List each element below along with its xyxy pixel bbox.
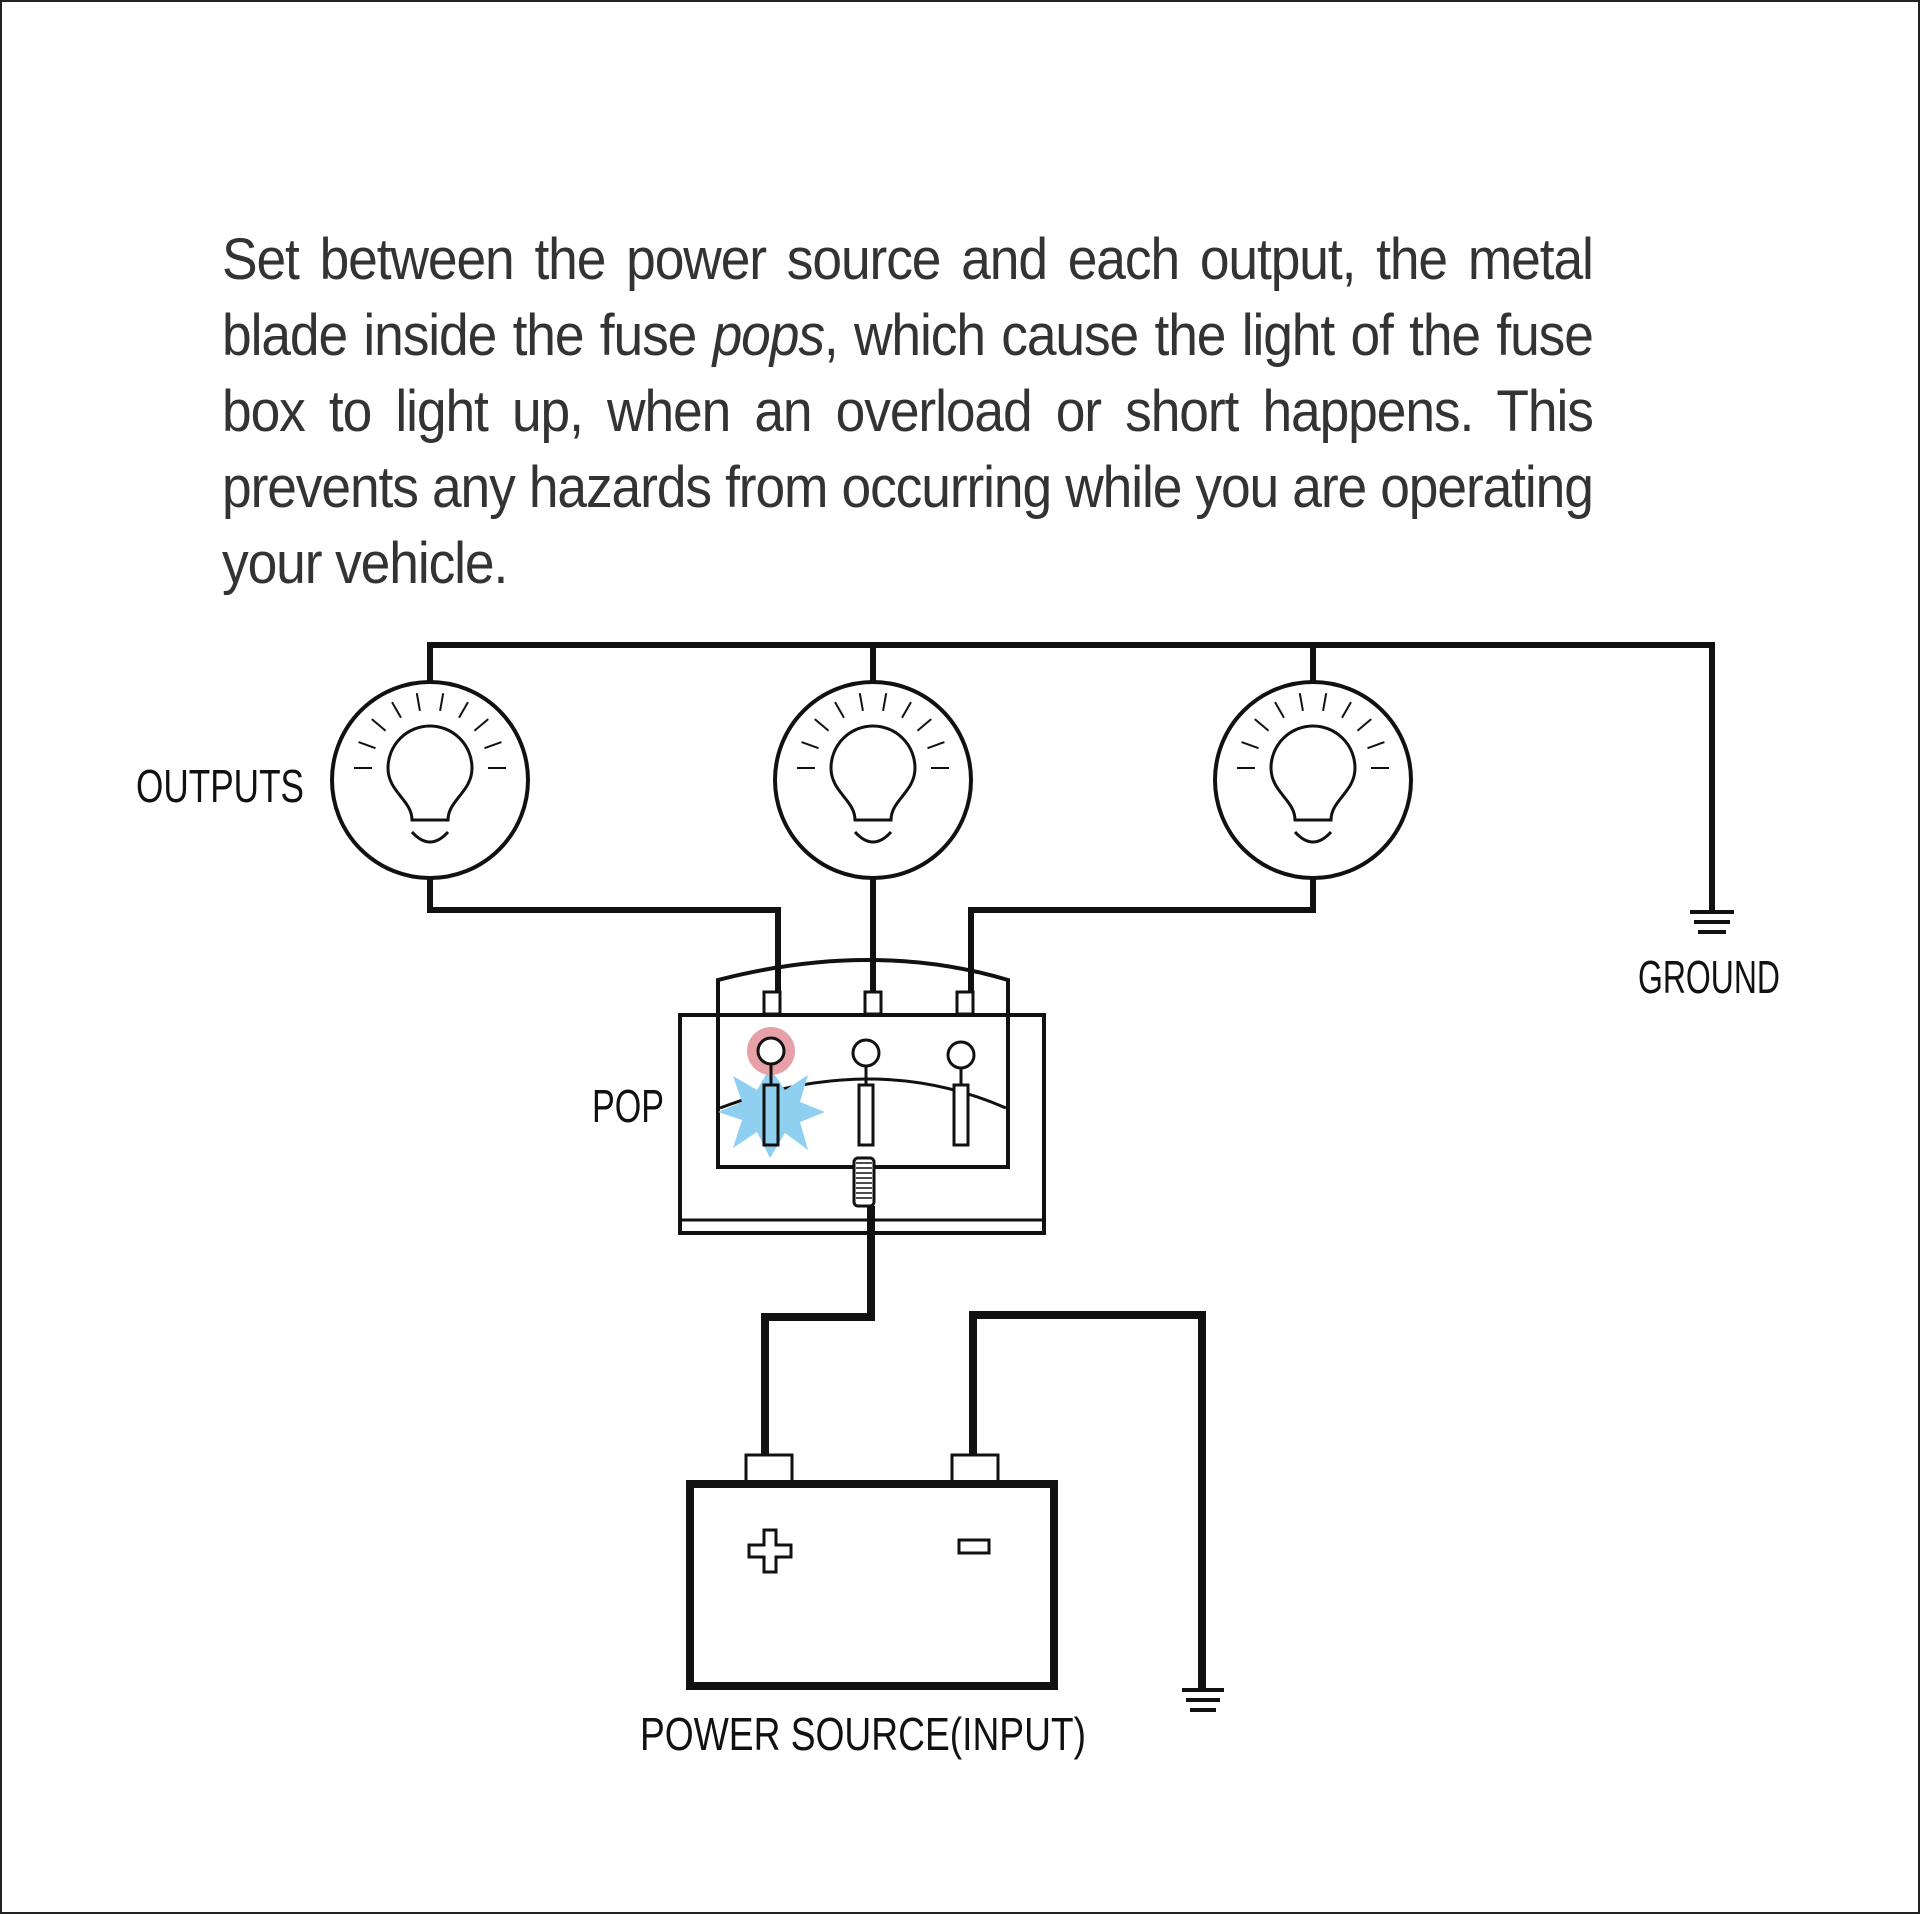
battery-body: [686, 1480, 1058, 1690]
positive-wire: [761, 1206, 875, 1458]
indicator-light-3: [946, 1040, 976, 1070]
power-source-label: POWER SOURCE(INPUT): [640, 1708, 1086, 1760]
description-emphasis: pops: [712, 303, 825, 368]
output1-wire: [427, 878, 781, 992]
positive-symbol: [747, 1528, 793, 1574]
terminal-tab-1: [762, 990, 782, 1016]
description-after: , which cause the light of the fuse box …: [222, 303, 1594, 596]
pop-label: POP: [592, 1080, 664, 1132]
pop-flash-icon: [718, 1068, 825, 1158]
battery-negative-terminal: [950, 1453, 1000, 1485]
input-stud: [852, 1156, 876, 1208]
fuse-blade-2: [857, 1083, 875, 1147]
negative-wire: [969, 1311, 1206, 1690]
top-bus-wire: [427, 642, 1715, 910]
description-text: Set between the power source and each ou…: [222, 222, 1594, 602]
negative-symbol: [957, 1538, 991, 1555]
bulb-icon: [1213, 680, 1413, 880]
ground-icon-battery: [1182, 1688, 1224, 1712]
ground-label: GROUND: [1638, 951, 1780, 1003]
terminal-tab-3: [955, 990, 975, 1016]
bulb-icon: [773, 680, 973, 880]
fuse-blade-1: [762, 1083, 780, 1147]
terminal-tab-2: [863, 990, 883, 1016]
battery-positive-terminal: [744, 1453, 794, 1485]
indicator-light-2: [851, 1038, 881, 1068]
ground-icon: [1690, 910, 1734, 934]
output3-wire: [968, 878, 1316, 992]
fuse-blade-3: [952, 1083, 970, 1147]
bulb-icon: [330, 680, 530, 880]
outputs-label: OUTPUTS: [136, 760, 304, 812]
fuse-box-lid: [716, 958, 1010, 1015]
battery-icon: [686, 1453, 1058, 1690]
fuse-box-icon: [678, 958, 1046, 1235]
description-before: Set between the power source and each ou…: [222, 227, 1594, 368]
indicator-light-1: [756, 1036, 786, 1066]
